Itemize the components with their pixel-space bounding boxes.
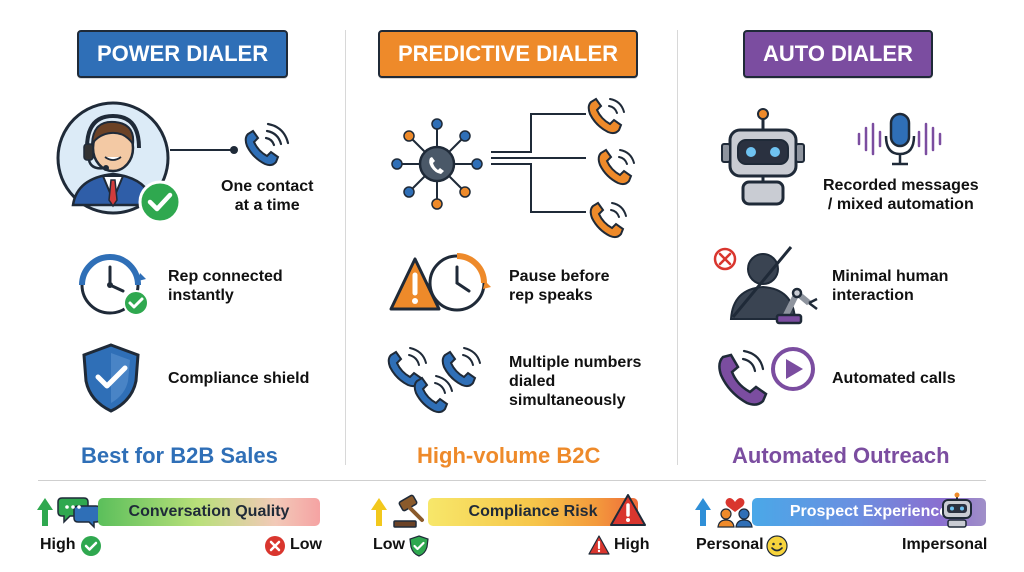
x-circle-icon: [265, 536, 285, 556]
power-dialer-column: POWER DIALER One contact at a time: [0, 0, 341, 470]
compliance-risk-left: Low: [373, 536, 405, 553]
robot-icon: [721, 108, 805, 206]
compliance-risk-bar: Compliance Risk: [428, 498, 638, 526]
predictive-dialer-title: PREDICTIVE DIALER: [378, 30, 639, 78]
feature-multiple-numbers: Multiple numbers dialed simultaneously: [509, 354, 642, 409]
predictive-dialer-bottom-label: High-volume B2C: [417, 443, 601, 468]
column-divider: [677, 30, 678, 465]
automated-call-icon: [718, 347, 815, 406]
people-heart-icon: [717, 498, 753, 528]
connector-line: [170, 146, 238, 154]
conversation-quality-right: Low: [290, 536, 322, 553]
shield-icon: [82, 343, 140, 413]
phone-orange-icon-1: [587, 97, 625, 135]
check-circle-icon: [81, 536, 101, 556]
dialer-hub-icon: [391, 118, 483, 210]
phone-orange-icon-3: [589, 201, 627, 239]
feature-pause-before-rep: Pause before rep speaks: [509, 268, 610, 304]
auto-dialer-title: AUTO DIALER: [743, 30, 933, 78]
compliance-risk-right: High: [614, 536, 650, 553]
agent-avatar-icon: [56, 101, 170, 215]
feature-recorded-messages: Recorded messages / mixed automation: [823, 177, 979, 213]
scale-left-label: High: [40, 536, 76, 553]
power-dialer-bottom-label: Best for B2B Sales: [81, 443, 278, 468]
phone-ringing-icon: [244, 122, 290, 167]
clock-icon: [79, 254, 149, 316]
feature-automated-calls: Automated calls: [832, 370, 956, 387]
prospect-experience-right: Impersonal: [902, 536, 988, 553]
check-badge-icon: [138, 180, 182, 224]
branch-lines: [491, 113, 586, 213]
warning-small-icon: [588, 535, 610, 555]
shield-check-icon: [409, 535, 429, 557]
microphone-icon: [857, 112, 942, 166]
chat-bubbles-icon: [57, 497, 101, 529]
predictive-dialer-column: PREDICTIVE DIALER: [341, 0, 682, 470]
prospect-experience-left: Personal: [696, 536, 764, 553]
smiley-icon: [766, 535, 788, 557]
feature-rep-connected: Rep connected instantly: [168, 268, 283, 304]
warning-triangle-icon: [610, 494, 646, 526]
section-divider: [38, 480, 986, 481]
power-dialer-title: POWER DIALER: [77, 30, 289, 78]
conversation-quality-low-end: High: [40, 536, 76, 554]
phone-orange-icon-2: [597, 148, 635, 186]
column-divider: [345, 30, 346, 465]
auto-dialer-column: AUTO DIALER Recorded messages / mixed au…: [683, 0, 1024, 470]
up-arrow-icon: [371, 498, 387, 526]
conversation-quality-bar: Conversation Quality: [98, 498, 320, 526]
auto-dialer-bottom-label: Automated Outreach: [732, 443, 950, 468]
multiple-phones-icon: [387, 347, 481, 414]
feature-one-contact: One contact at a time: [221, 178, 314, 214]
no-human-icon: [713, 246, 818, 325]
up-arrow-icon: [37, 498, 53, 526]
feature-minimal-human: Minimal human interaction: [832, 268, 949, 304]
up-arrow-icon: [695, 498, 711, 526]
warning-timer-icon: [389, 253, 491, 312]
feature-compliance-shield: Compliance shield: [168, 370, 310, 387]
robot-small-icon: [942, 492, 972, 528]
gavel-icon: [393, 494, 424, 528]
